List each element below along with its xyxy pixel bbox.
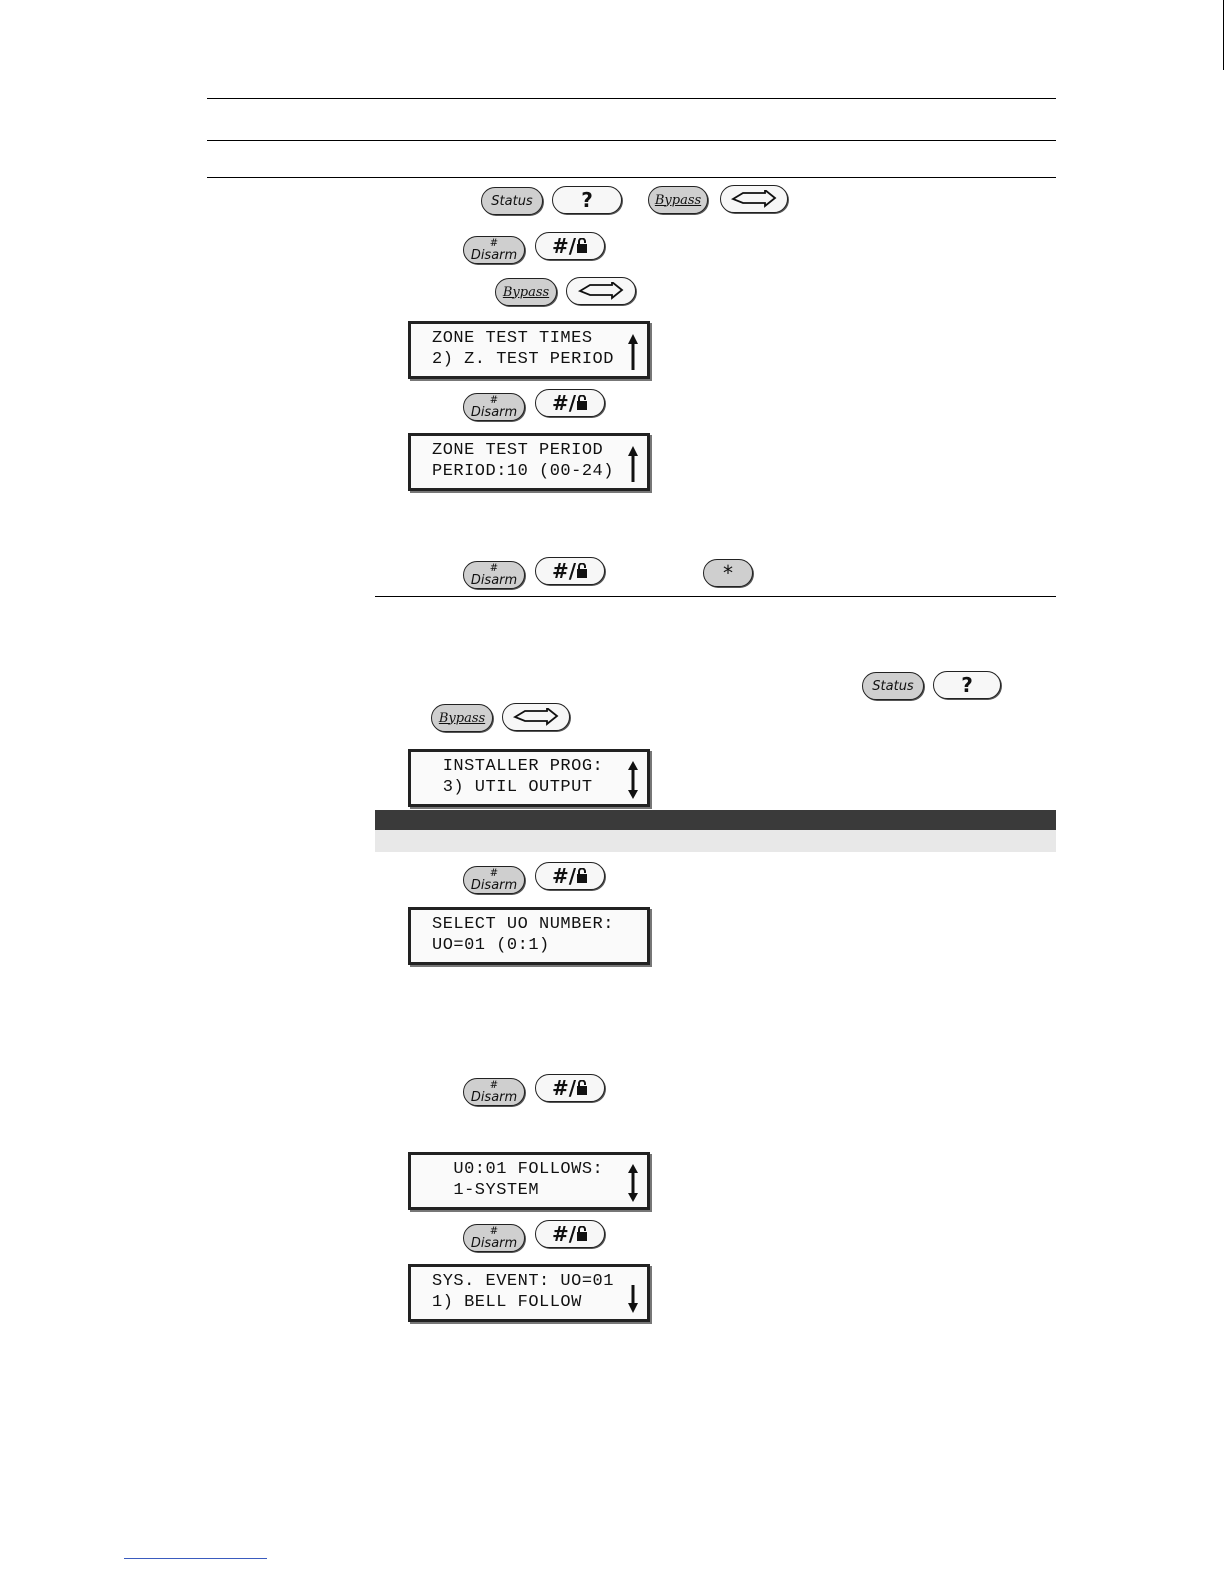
status-key-label: Status bbox=[491, 193, 533, 209]
disarm-hash: # bbox=[489, 1079, 499, 1091]
lcd-line-1: SYS. EVENT: UO=01 bbox=[432, 1272, 614, 1291]
bypass-key[interactable]: Bypass bbox=[648, 186, 708, 214]
down-arrow-indicator-icon bbox=[628, 1285, 638, 1313]
down-arrow-key-2[interactable] bbox=[566, 277, 636, 305]
disarm-hash: # bbox=[489, 867, 499, 879]
disarm-hash: # bbox=[489, 562, 499, 574]
section-subheader-bar bbox=[375, 830, 1056, 852]
lcd-line-2: 1) BELL FOLLOW bbox=[432, 1293, 582, 1312]
lcd-select-uo-number: SELECT UO NUMBER: UO=01 (0:1) bbox=[408, 907, 650, 965]
star-key[interactable]: * bbox=[703, 559, 753, 587]
disarm-word: Disarm bbox=[470, 1235, 518, 1251]
up-question-key-2[interactable]: ? bbox=[933, 671, 1001, 699]
up-arrow-icon bbox=[628, 446, 638, 482]
header-rule-middle bbox=[207, 140, 1056, 141]
status-key[interactable]: Status bbox=[481, 187, 543, 215]
lcd-uo-follows: U0:01 FOLLOWS: 1-SYSTEM bbox=[408, 1152, 650, 1210]
hash-lock-key-3[interactable]: #/ bbox=[535, 557, 605, 585]
lock-icon bbox=[577, 1226, 588, 1241]
disarm-key[interactable]: #Disarm bbox=[463, 236, 525, 264]
down-arrow-icon bbox=[512, 708, 559, 726]
section-divider bbox=[375, 596, 1056, 597]
lock-icon bbox=[577, 868, 588, 883]
header-rule-top bbox=[207, 98, 1056, 99]
lcd-line-2: 2) Z. TEST PERIOD bbox=[432, 350, 614, 369]
lcd-line-1: INSTALLER PROG: bbox=[432, 757, 604, 776]
up-down-arrow-icon bbox=[628, 761, 638, 799]
section-header-bar bbox=[375, 810, 1056, 830]
lcd-zone-test-times: ZONE TEST TIMES 2) Z. TEST PERIOD bbox=[408, 321, 650, 379]
footnote-rule bbox=[124, 1558, 267, 1559]
lcd-line-2: PERIOD:10 (00-24) bbox=[432, 462, 614, 481]
up-down-arrow-icon bbox=[628, 1164, 638, 1202]
lock-icon bbox=[577, 395, 588, 410]
lcd-installer-prog: INSTALLER PROG: 3) UTIL OUTPUT bbox=[408, 749, 650, 807]
disarm-key-6[interactable]: #Disarm bbox=[463, 1224, 525, 1252]
lcd-line-2: UO=01 (0:1) bbox=[432, 936, 550, 955]
hash-lock-key[interactable]: #/ bbox=[535, 232, 605, 260]
down-arrow-key[interactable] bbox=[720, 185, 788, 213]
disarm-hash: # bbox=[489, 394, 499, 406]
lcd-line-1: U0:01 FOLLOWS: bbox=[432, 1160, 604, 1179]
lcd-line-2: 3) UTIL OUTPUT bbox=[432, 778, 593, 797]
lcd-line-2: 1-SYSTEM bbox=[432, 1181, 540, 1200]
star-label: * bbox=[723, 561, 733, 585]
lcd-sys-event: SYS. EVENT: UO=01 1) BELL FOLLOW bbox=[408, 1264, 650, 1322]
hash-lock-key-5[interactable]: #/ bbox=[535, 1074, 605, 1102]
disarm-word: Disarm bbox=[470, 1089, 518, 1105]
hash-lock-label: #/ bbox=[551, 391, 577, 415]
lcd-line-1: SELECT UO NUMBER: bbox=[432, 915, 614, 934]
down-arrow-key-3[interactable] bbox=[502, 703, 570, 731]
disarm-word: Disarm bbox=[470, 247, 518, 263]
bypass-key-2-label: Bypass bbox=[502, 284, 550, 300]
bypass-key-3-label: Bypass bbox=[438, 710, 486, 726]
up-arrow-icon bbox=[628, 334, 638, 370]
header-rule-bottom bbox=[207, 177, 1056, 178]
disarm-word: Disarm bbox=[470, 572, 518, 588]
status-key-label: Status bbox=[872, 678, 914, 694]
lock-icon bbox=[577, 238, 588, 253]
up-question-key[interactable]: ? bbox=[552, 186, 622, 214]
disarm-word: Disarm bbox=[470, 404, 518, 420]
disarm-word: Disarm bbox=[470, 877, 518, 893]
disarm-hash: # bbox=[489, 237, 499, 249]
disarm-hash: # bbox=[489, 1225, 499, 1237]
hash-lock-key-4[interactable]: #/ bbox=[535, 862, 605, 890]
down-arrow-icon bbox=[577, 282, 624, 300]
hash-lock-label: #/ bbox=[551, 1222, 577, 1246]
question-label: ? bbox=[581, 188, 593, 212]
hash-lock-label: #/ bbox=[551, 234, 577, 258]
hash-lock-label: #/ bbox=[551, 864, 577, 888]
question-label: ? bbox=[961, 673, 973, 697]
hash-lock-key-2[interactable]: #/ bbox=[535, 389, 605, 417]
bypass-key-3[interactable]: Bypass bbox=[431, 704, 493, 732]
lock-icon bbox=[577, 563, 588, 578]
disarm-key-5[interactable]: #Disarm bbox=[463, 1078, 525, 1106]
disarm-key-3[interactable]: #Disarm bbox=[463, 561, 525, 589]
down-arrow-icon bbox=[730, 190, 777, 208]
lock-icon bbox=[577, 1080, 588, 1095]
lcd-line-1: ZONE TEST PERIOD bbox=[432, 441, 604, 460]
bypass-key-label: Bypass bbox=[654, 192, 702, 208]
bypass-key-2[interactable]: Bypass bbox=[495, 278, 557, 306]
disarm-key-4[interactable]: #Disarm bbox=[463, 866, 525, 894]
lcd-line-1: ZONE TEST TIMES bbox=[432, 329, 593, 348]
disarm-key-2[interactable]: #Disarm bbox=[463, 393, 525, 421]
hash-lock-label: #/ bbox=[551, 1076, 577, 1100]
lcd-zone-test-period: ZONE TEST PERIOD PERIOD:10 (00-24) bbox=[408, 433, 650, 491]
status-key-2[interactable]: Status bbox=[862, 672, 924, 700]
hash-lock-key-6[interactable]: #/ bbox=[535, 1220, 605, 1248]
hash-lock-label: #/ bbox=[551, 559, 577, 583]
